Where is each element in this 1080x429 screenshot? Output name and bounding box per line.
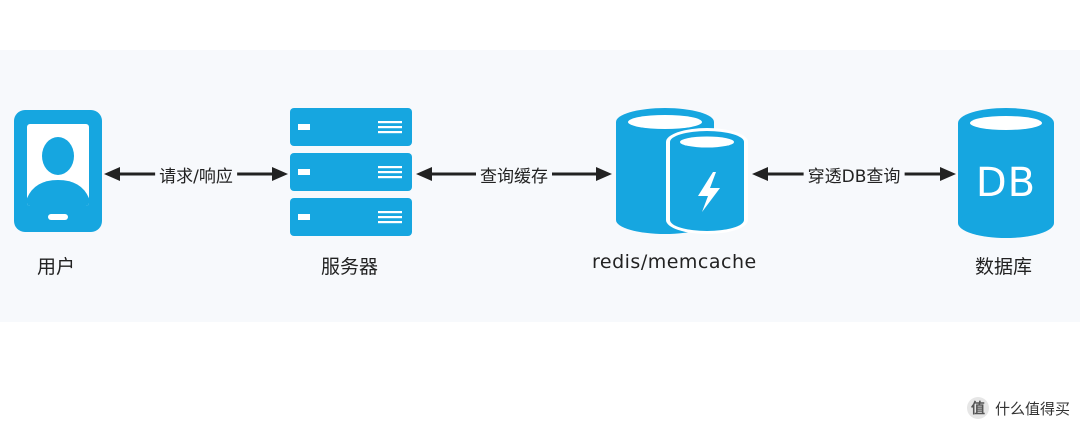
server-icon [290,108,412,240]
database-label: 数据库 [975,256,1033,278]
user-phone-icon [14,110,102,236]
connector-label-query-cache: 查询缓存 [476,162,552,187]
user-label: 用户 [37,256,76,278]
watermark-logo-icon: 值 [966,397,989,419]
cache-database-icon [616,108,750,240]
connector-user-server: 请求/响应 [104,159,288,189]
cache-label: redis/memcache [592,251,757,273]
connector-cache-db: 穿透DB查询 [752,159,956,189]
connector-label-db-query: 穿透DB查询 [803,162,905,187]
watermark-text: 什么值得买 [994,399,1070,418]
database-icon: DB [958,108,1054,242]
database-icon-text: DB [975,160,1037,206]
watermark: 值 什么值得买 [966,397,1070,419]
connector-server-cache: 查询缓存 [416,159,612,189]
connector-label-request-response: 请求/响应 [155,162,237,187]
server-label: 服务器 [321,256,379,278]
